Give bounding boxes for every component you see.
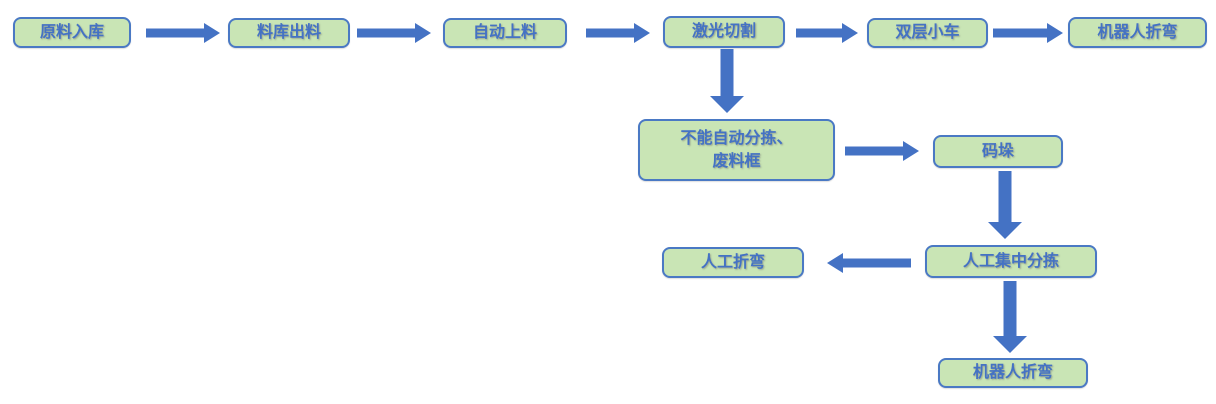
- arrow-down-laser-to-waste-icon: [709, 49, 744, 113]
- node-manual-central-sorting: 人工集中分拣: [925, 245, 1097, 278]
- node-raw-material-inbound: 原料入库: [13, 17, 131, 48]
- arrow-shaft: [842, 258, 911, 268]
- node-laser-cutting: 激光切割: [663, 16, 785, 48]
- node-label-line1: 不能自动分拣、: [680, 129, 793, 147]
- node-robot-bending-bottom: 机器人折弯: [938, 358, 1088, 388]
- arrow-head: [634, 23, 650, 43]
- arrow-left-sorting-to-manual-bending-icon: [827, 253, 911, 273]
- node-warehouse-outfeed: 料库出料: [228, 18, 350, 48]
- node-label: 码垛: [981, 142, 1014, 160]
- arrow-right-laser-to-cart-icon: [796, 23, 858, 43]
- arrow-shaft: [146, 28, 205, 38]
- node-label: 机器人折弯: [1097, 23, 1178, 41]
- node-label: 双层小车: [895, 24, 960, 42]
- arrow-head: [709, 96, 744, 113]
- arrow-down-sorting-to-robot-bending-icon: [992, 281, 1027, 353]
- arrow-right-loading-to-laser-icon: [586, 23, 650, 43]
- node-label: 原料入库: [39, 23, 104, 41]
- node-label: 人工集中分拣: [962, 252, 1059, 270]
- arrow-shaft: [1003, 281, 1016, 337]
- node-label: 料库出料: [256, 24, 321, 42]
- arrow-head: [842, 23, 858, 43]
- arrow-shaft: [720, 49, 733, 97]
- arrow-head: [204, 23, 220, 43]
- arrow-head: [987, 222, 1022, 239]
- arrow-right-raw-to-outfeed-icon: [146, 23, 220, 43]
- node-label-line2: 废料框: [712, 153, 761, 170]
- arrow-head: [992, 336, 1027, 353]
- arrow-shaft: [998, 171, 1011, 223]
- arrow-shaft: [586, 28, 635, 38]
- arrow-head: [827, 253, 843, 273]
- node-double-deck-cart: 双层小车: [867, 18, 988, 48]
- arrow-shaft: [357, 28, 416, 38]
- arrow-head: [415, 23, 431, 43]
- node-non-auto-sorting-waste: 不能自动分拣、 废料框: [638, 119, 835, 181]
- arrow-right-outfeed-to-loading-icon: [357, 23, 431, 43]
- arrow-right-waste-to-palletizing-icon: [845, 141, 919, 161]
- arrow-right-cart-to-robot-icon: [993, 23, 1063, 43]
- node-auto-loading: 自动上料: [443, 18, 567, 48]
- node-robot-bending-main: 机器人折弯: [1068, 17, 1207, 48]
- arrow-down-palletizing-to-sorting-icon: [987, 171, 1022, 239]
- node-label: 人工折弯: [700, 253, 765, 271]
- node-label: 机器人折弯: [972, 364, 1053, 382]
- node-label: 自动上料: [472, 24, 537, 42]
- arrow-head: [1047, 23, 1063, 43]
- node-manual-bending: 人工折弯: [662, 247, 804, 278]
- node-palletizing: 码垛: [933, 135, 1063, 168]
- node-label: 激光切割: [691, 23, 756, 41]
- arrow-head: [903, 141, 919, 161]
- arrow-shaft: [845, 146, 904, 156]
- arrow-shaft: [796, 28, 843, 38]
- arrow-shaft: [993, 28, 1048, 38]
